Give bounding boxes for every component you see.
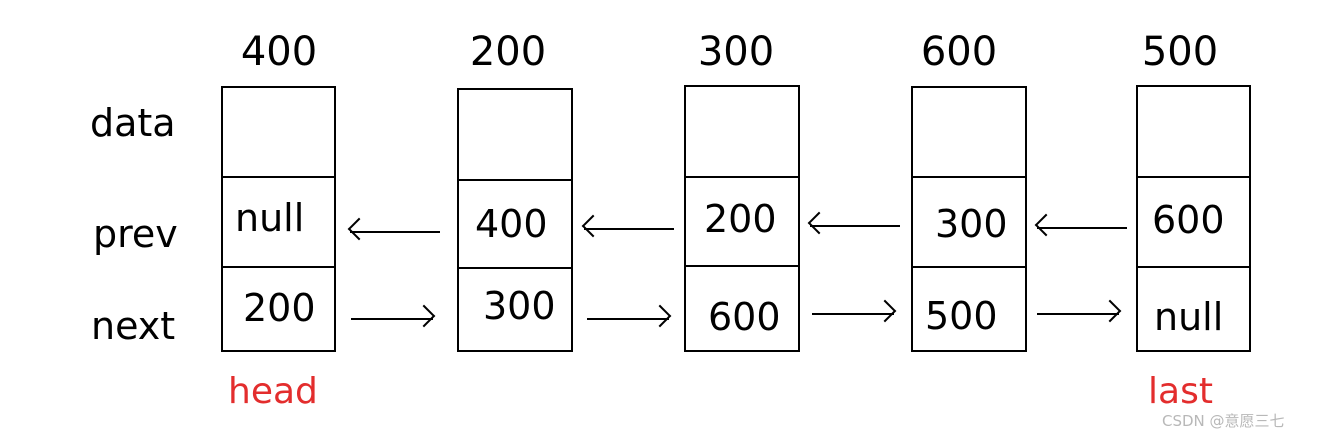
node-prev-cell: null [235, 196, 305, 240]
list-node: 200 600 [684, 85, 800, 352]
node-prev-cell: 400 [475, 202, 548, 246]
node-address: 300 [697, 29, 775, 75]
node-prev-cell: 600 [1152, 198, 1225, 242]
prev-pointer-arrow [810, 225, 900, 227]
watermark: CSDN @意愿三七 [1162, 412, 1285, 430]
node-next-cell: null [1154, 295, 1224, 339]
next-pointer-arrow [351, 318, 433, 320]
cell-divider [1138, 176, 1249, 178]
node-data-cell [686, 87, 798, 177]
node-address: 600 [920, 29, 998, 75]
next-pointer-arrow [1037, 313, 1119, 315]
list-node: null 200 [221, 86, 336, 352]
node-data-cell [223, 88, 334, 178]
cell-divider [223, 176, 334, 178]
cell-divider [913, 176, 1025, 178]
cell-divider [459, 267, 571, 269]
cell-divider [913, 266, 1025, 268]
list-node: 600 null [1136, 85, 1251, 352]
row-label-next: next [91, 304, 176, 348]
next-pointer-arrow [587, 318, 669, 320]
node-next-cell: 200 [243, 286, 316, 330]
cell-divider [223, 266, 334, 268]
row-label-data: data [90, 101, 176, 145]
prev-pointer-arrow [584, 228, 674, 230]
cell-divider [686, 265, 798, 267]
node-data-cell [913, 88, 1025, 178]
row-label-prev: prev [93, 212, 178, 256]
node-prev-cell: 200 [704, 197, 777, 241]
list-node: 300 500 [911, 86, 1027, 352]
node-next-cell: 300 [483, 284, 556, 328]
list-node: 400 300 [457, 88, 573, 352]
node-address: 500 [1141, 29, 1219, 75]
prev-pointer-arrow [350, 231, 440, 233]
prev-pointer-arrow [1037, 227, 1127, 229]
node-next-cell: 500 [925, 294, 998, 338]
cell-divider [686, 176, 798, 178]
node-prev-cell: 300 [935, 202, 1008, 246]
node-data-cell [459, 90, 571, 180]
node-next-cell: 600 [708, 295, 781, 339]
last-marker: last [1148, 371, 1213, 412]
cell-divider [459, 179, 571, 181]
node-address: 200 [469, 29, 547, 75]
node-address: 400 [240, 29, 318, 75]
next-pointer-arrow [812, 313, 894, 315]
head-marker: head [228, 371, 318, 412]
node-data-cell [1138, 87, 1249, 177]
cell-divider [1138, 266, 1249, 268]
